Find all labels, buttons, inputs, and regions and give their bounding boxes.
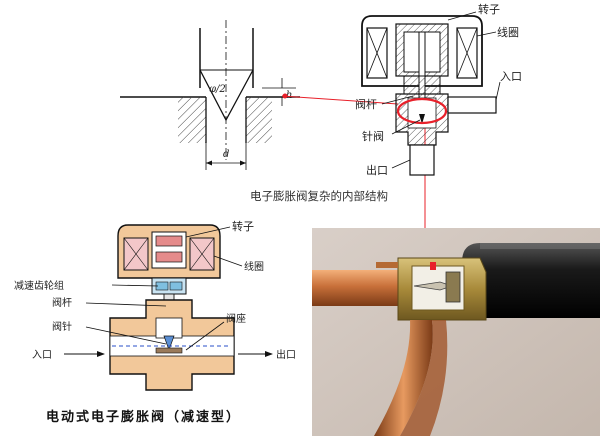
bottom-diagram-title: 电动式电子膨胀阀（减速型） <box>46 409 241 425</box>
diameter-d-label: d <box>223 149 229 160</box>
label-rotor-bottom: 转子 <box>232 219 254 233</box>
label-seat: 阀座 <box>226 312 246 325</box>
label-gearset: 减速齿轮组 <box>14 279 64 292</box>
label-needle-top: 针阀 <box>362 129 384 143</box>
label-stem-top: 阀杆 <box>355 97 377 111</box>
gap-h-label: h <box>286 90 292 101</box>
label-inlet-top: 入口 <box>500 70 522 83</box>
label-inlet-bottom: 入口 <box>32 350 52 361</box>
top-caption: 电子膨胀阀复杂的内部结构 <box>250 189 388 203</box>
label-outlet-bottom: 出口 <box>276 348 296 361</box>
label-outlet-top: 出口 <box>366 163 388 177</box>
label-coil-bottom: 线圈 <box>244 260 264 273</box>
label-stem-bottom: 阀杆 <box>52 296 72 309</box>
label-needle-bottom: 阀针 <box>52 320 72 333</box>
reduction-valve-diagram: 转子 线圈 减速齿轮组 阀杆 阀座 阀针 入口 出口 <box>14 219 296 391</box>
orifice-geometry-diagram: φ/2 h d <box>120 20 300 170</box>
label-rotor-top: 转子 <box>478 2 500 16</box>
angle-label: φ/2 <box>209 84 226 95</box>
valve-cutaway-photo <box>312 228 600 436</box>
top-valve-schematic: 转子 线圈 入口 阀杆 针阀 出口 <box>355 2 522 177</box>
label-coil-top: 线圈 <box>497 25 519 39</box>
